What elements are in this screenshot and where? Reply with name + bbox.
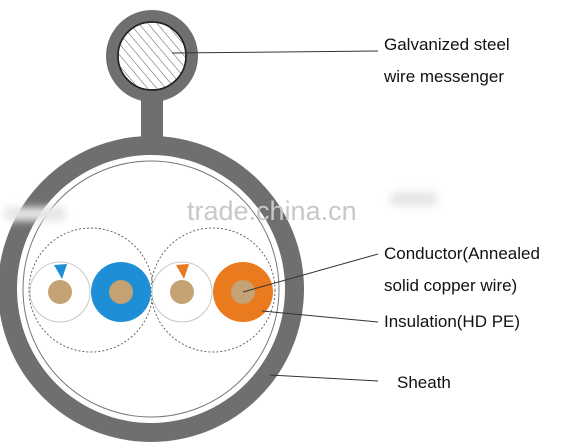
- leader-messenger: [171, 50, 379, 54]
- blue-stripe: [54, 264, 67, 279]
- blur-patch-left: [4, 207, 66, 221]
- label-messenger-line1: Galvanized steel: [384, 35, 510, 54]
- leader-conductor: [242, 253, 379, 293]
- leader-sheath: [269, 374, 379, 382]
- orange-stripe: [176, 264, 189, 279]
- label-messenger-line2: wire messenger: [384, 67, 504, 86]
- label-conductor-line1: Conductor(Annealed: [384, 244, 540, 263]
- conductor-3: [170, 280, 194, 304]
- conductor-2: [109, 280, 133, 304]
- leader-insulation: [261, 310, 379, 323]
- label-insulation: Insulation(HD PE): [384, 312, 521, 331]
- inner-jacket-line: [22, 160, 280, 418]
- watermark-text: trade.china.cn: [187, 196, 357, 226]
- sheath-inner-face: [17, 155, 285, 423]
- label-sheath: Sheath: [397, 373, 451, 392]
- blur-patch-right: [390, 192, 438, 206]
- conductor-1: [48, 280, 72, 304]
- pair-boundary-right: [150, 227, 276, 353]
- label-conductor-line2: solid copper wire): [384, 276, 518, 295]
